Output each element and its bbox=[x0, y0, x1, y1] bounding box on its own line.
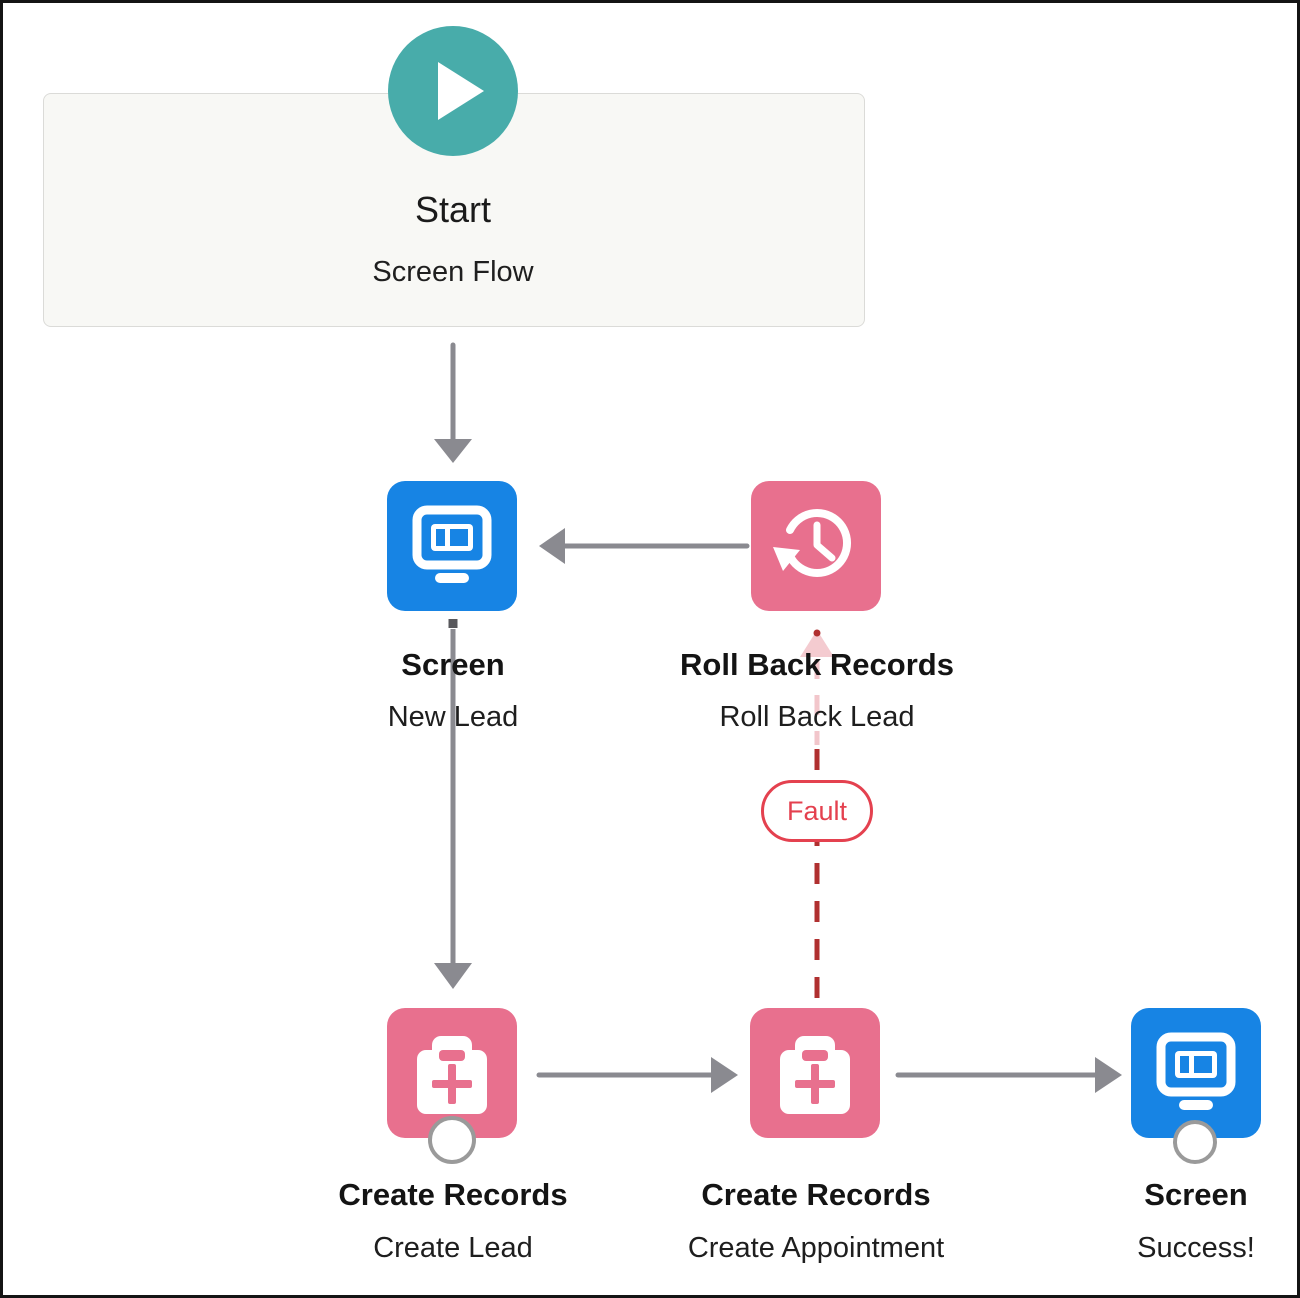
arrowhead-icon bbox=[434, 439, 472, 463]
fault-arrow-tip bbox=[813, 629, 821, 637]
node-roll-back-records[interactable] bbox=[751, 481, 881, 611]
arrowhead-icon bbox=[1095, 1057, 1122, 1093]
open-connector-port[interactable] bbox=[1173, 1120, 1217, 1164]
start-title: Start bbox=[414, 189, 492, 230]
node-type-label: Screen bbox=[1144, 1177, 1248, 1212]
history-icon bbox=[773, 509, 852, 577]
play-icon bbox=[438, 62, 484, 120]
node-type-label: Create Records bbox=[701, 1177, 931, 1212]
node-create-records-appointment[interactable] bbox=[750, 1008, 880, 1138]
record-create-icon bbox=[417, 1036, 487, 1114]
node-name-label: Create Lead bbox=[373, 1232, 533, 1264]
fault-label: Fault bbox=[786, 795, 848, 826]
node-type-label: Roll Back Records bbox=[680, 647, 954, 682]
connector-rollback-to-screen[interactable] bbox=[539, 528, 750, 564]
open-connector-port[interactable] bbox=[428, 1116, 476, 1164]
connector-start-to-screen[interactable] bbox=[434, 342, 472, 463]
connector-create-lead-to-create-appointment[interactable] bbox=[536, 1057, 738, 1093]
start-subtitle: Screen Flow bbox=[372, 256, 534, 288]
arrowhead-icon bbox=[434, 963, 472, 989]
node-name-label: Roll Back Lead bbox=[719, 701, 915, 733]
node-type-label: Create Records bbox=[338, 1177, 568, 1212]
fault-connector-badge[interactable]: Fault bbox=[761, 780, 873, 842]
arrowhead-icon bbox=[711, 1057, 738, 1093]
arrowhead-icon bbox=[539, 528, 565, 564]
screen-icon bbox=[412, 505, 492, 583]
node-type-label: Screen bbox=[401, 647, 505, 682]
start-play-button[interactable] bbox=[388, 26, 518, 156]
screen-icon bbox=[1156, 1032, 1236, 1110]
record-create-icon bbox=[780, 1036, 850, 1114]
node-screen-success[interactable] bbox=[1131, 1008, 1261, 1138]
connector-screen-to-create-lead[interactable] bbox=[434, 619, 472, 989]
node-name-label: Create Appointment bbox=[687, 1232, 945, 1264]
connector-stub bbox=[448, 619, 458, 628]
node-screen-new-lead[interactable] bbox=[387, 481, 517, 611]
fault-arrowhead-icon bbox=[800, 630, 834, 657]
node-name-label: New Lead bbox=[387, 701, 519, 733]
node-name-label: Success! bbox=[1137, 1232, 1255, 1264]
connector-create-appointment-to-screen-success[interactable] bbox=[895, 1057, 1122, 1093]
